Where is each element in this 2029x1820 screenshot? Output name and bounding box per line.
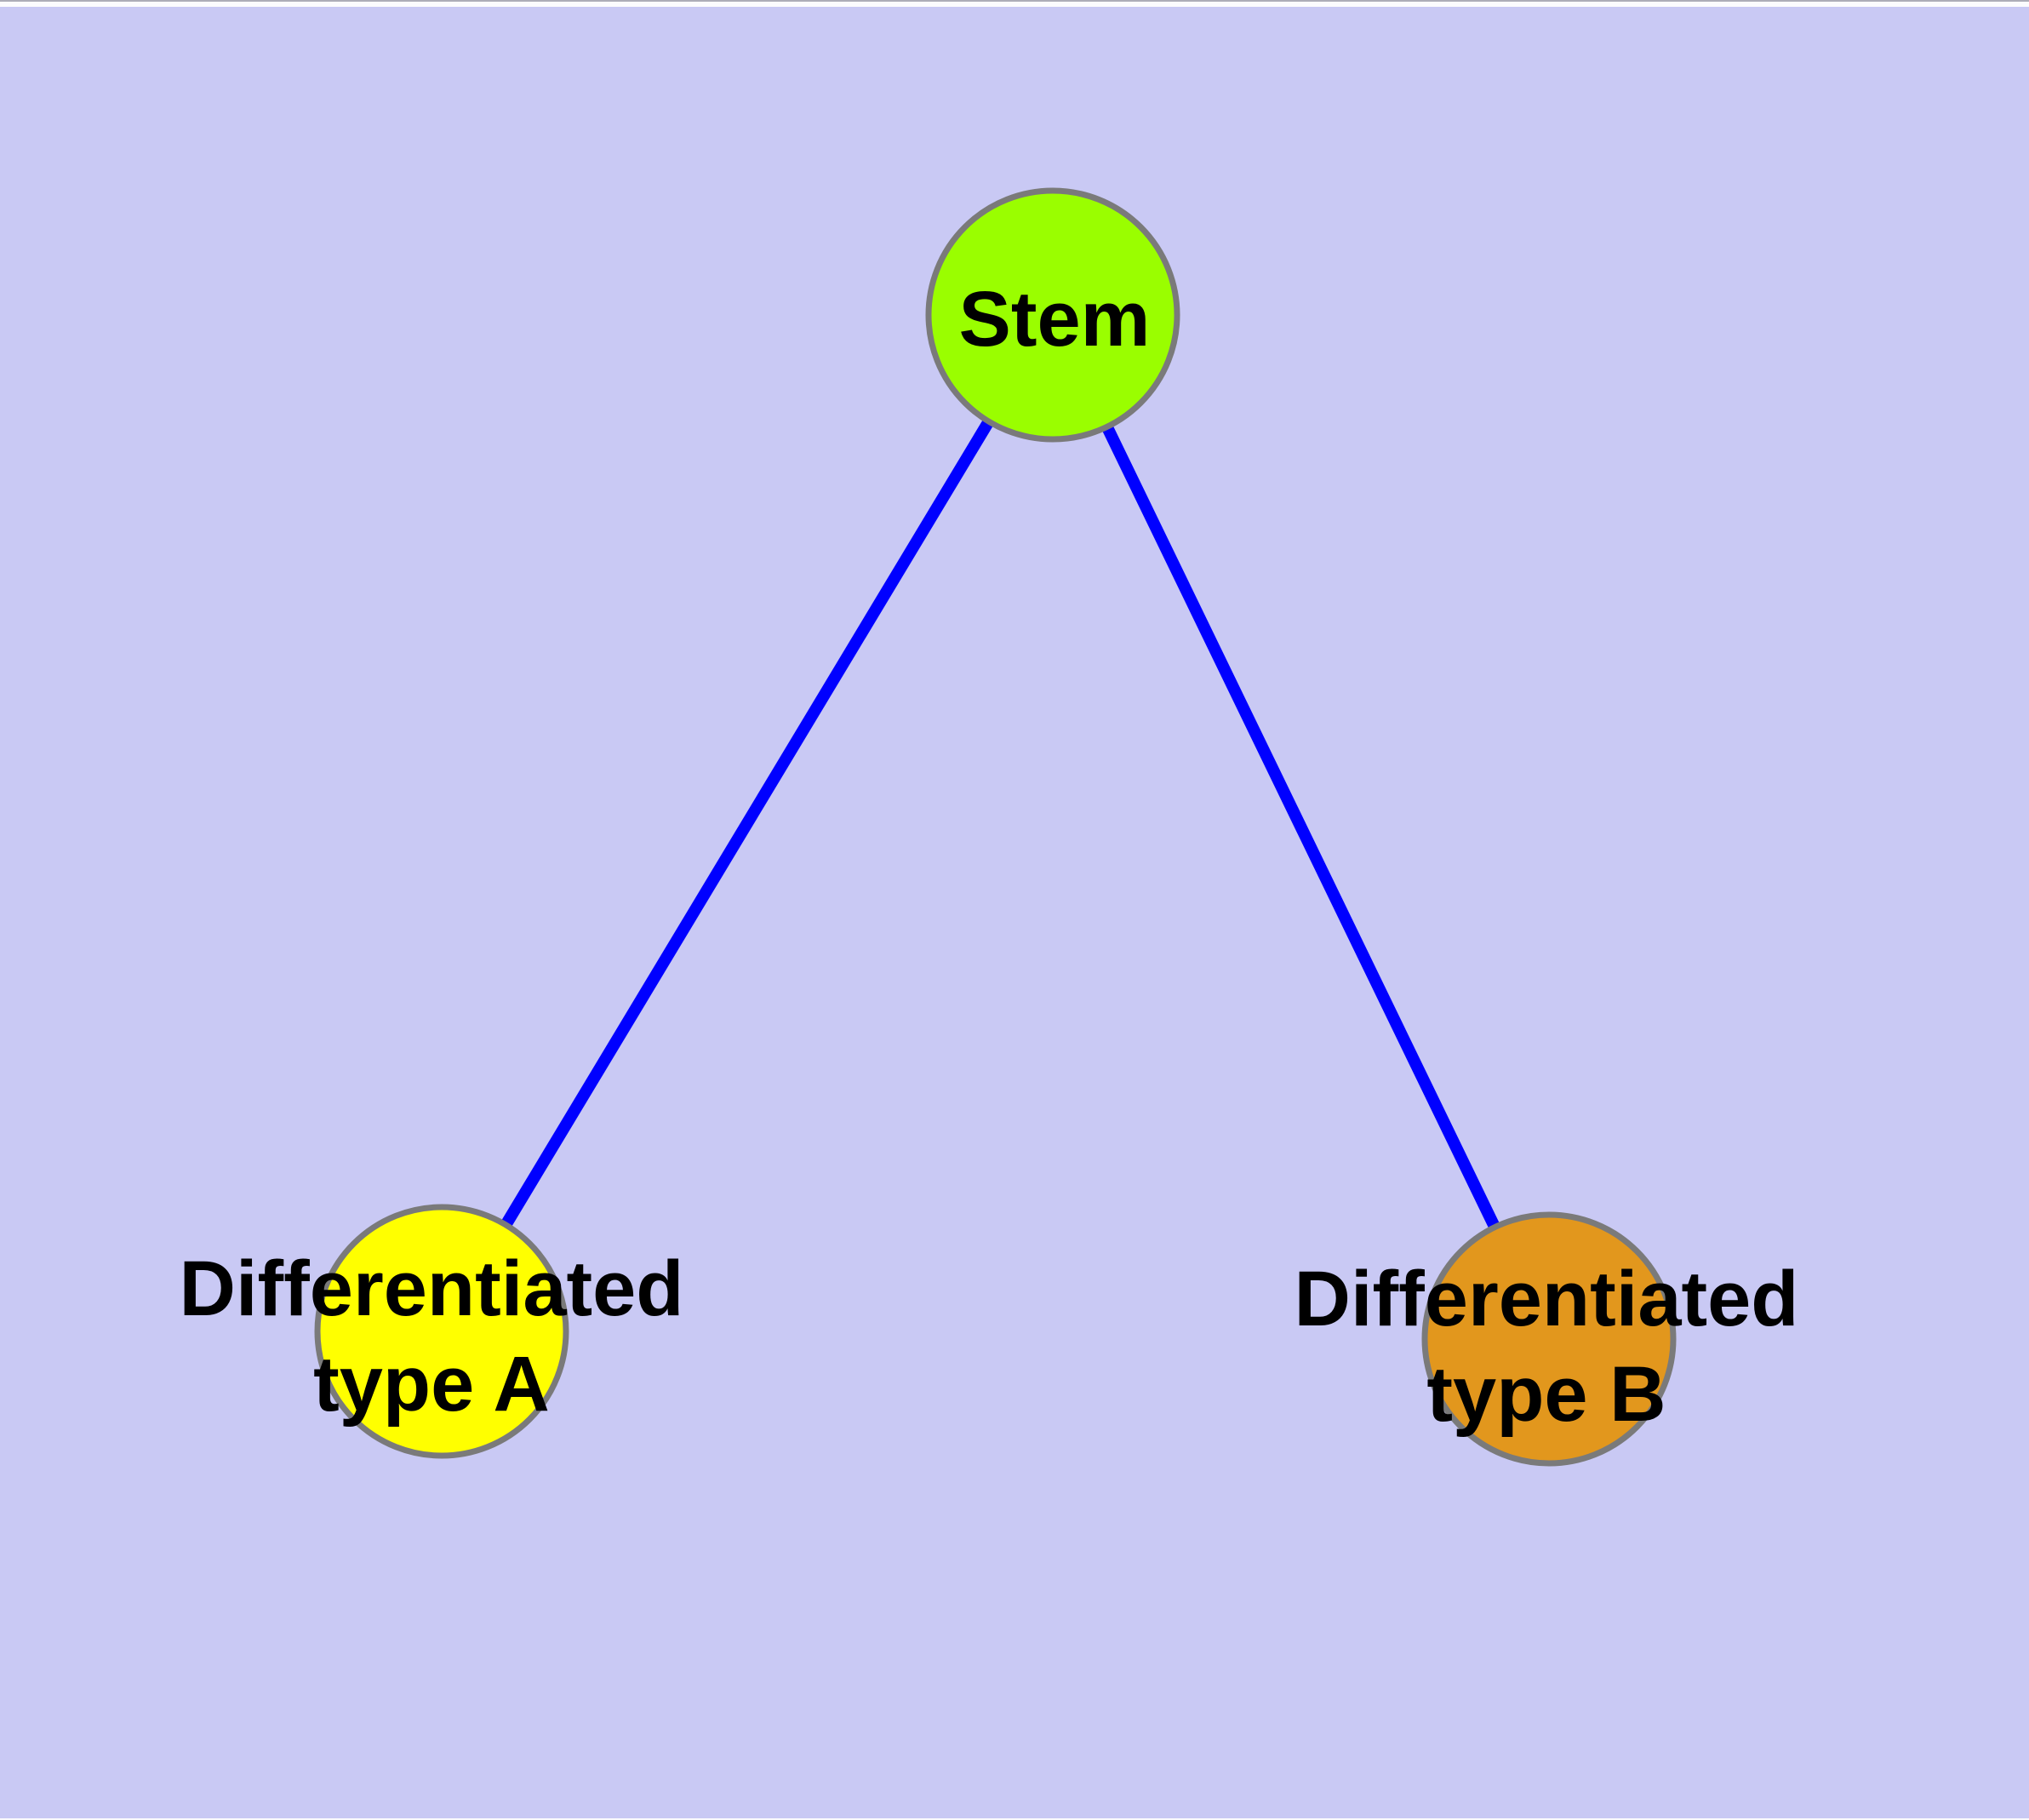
window-top-margin [0, 0, 2029, 7]
node-differentiated-type-b [1421, 1211, 1677, 1467]
node-differentiated-type-a [314, 1204, 569, 1459]
window-bottom-margin [0, 1818, 2029, 1820]
edge-stem-to-type-b [1047, 312, 1555, 1342]
edge-stem-to-type-a [437, 312, 1058, 1335]
node-stem [925, 187, 1180, 443]
